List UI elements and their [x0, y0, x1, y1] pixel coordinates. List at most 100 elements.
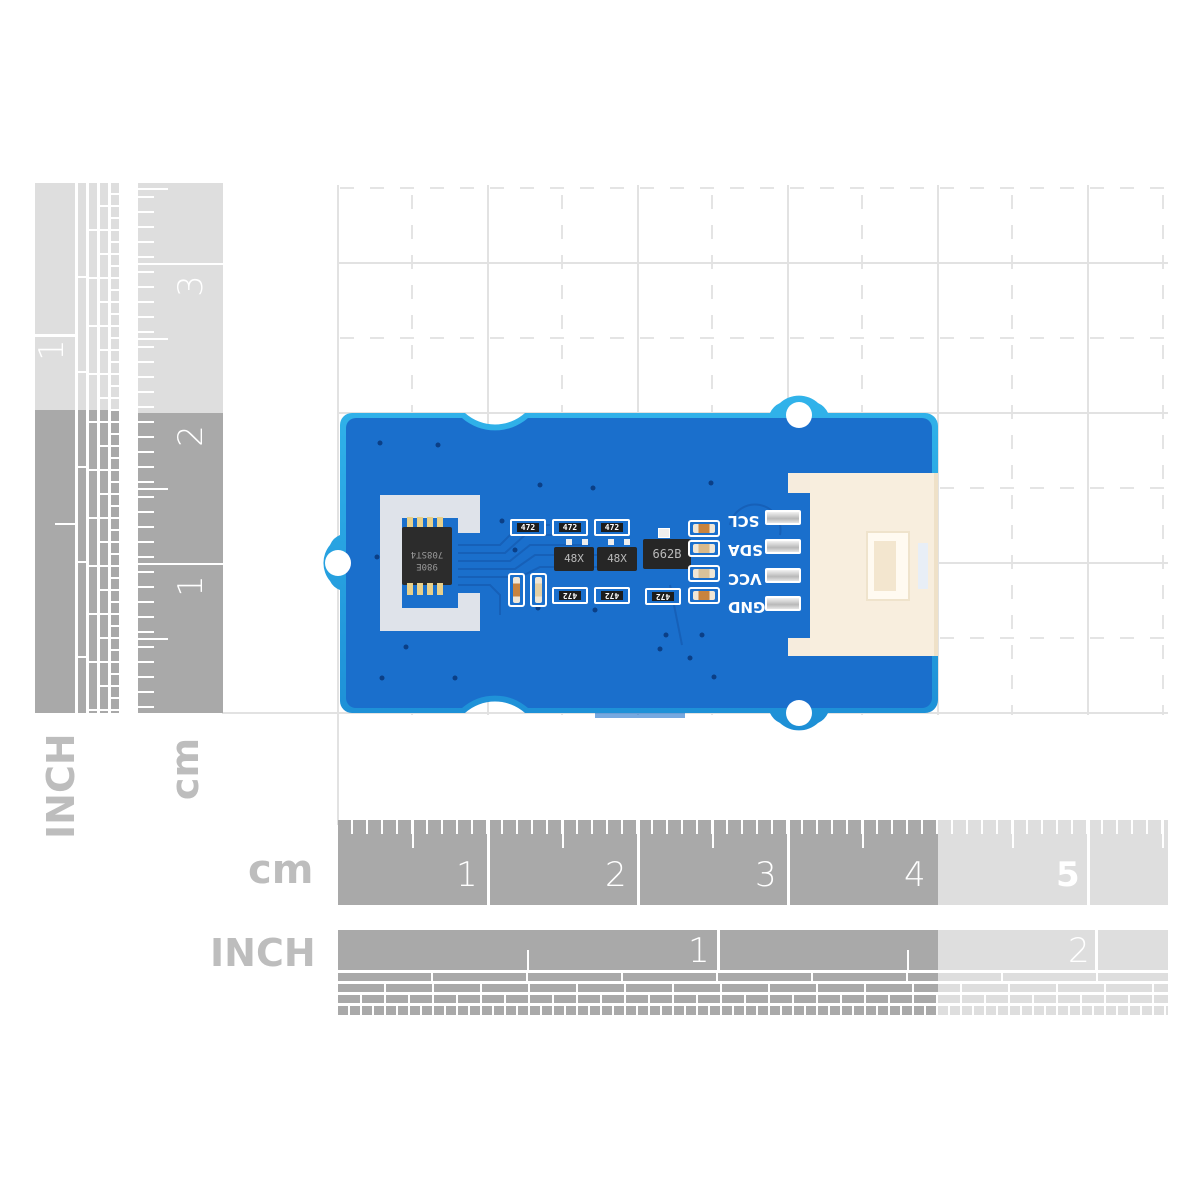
ruler-tick [1162, 820, 1164, 848]
capacitor [508, 573, 525, 607]
ruler-tick [562, 820, 564, 848]
ruler-number: 2 [1068, 931, 1090, 971]
bottom-cm-ruler: 1 2 3 4 5 [338, 820, 1168, 905]
pcb-board-icon [323, 395, 938, 731]
bottom-cm-unit-label: cm [248, 847, 314, 893]
chip-body [402, 527, 452, 585]
ruler-cm-mark [637, 820, 640, 905]
ruler-separator [86, 183, 89, 713]
pin-label-scl: SCL [728, 512, 760, 530]
resistor: 472 [552, 519, 588, 536]
ruler-number: 5 [1056, 855, 1080, 895]
ruler-cm-mark [787, 820, 790, 905]
ruler-separator [338, 992, 1168, 995]
capacitor [688, 565, 720, 582]
chip-marking: 708ST4 [410, 549, 444, 559]
pin-label-vcc: VCC [728, 570, 762, 588]
resistor: 472 [645, 588, 681, 605]
ruler-separator [338, 1003, 1168, 1006]
grid-line [337, 185, 339, 825]
ruler-inch-mark [1095, 930, 1098, 970]
left-cm-unit-label: cm [163, 737, 207, 801]
grid-line [340, 337, 1168, 339]
grid-line [340, 187, 1168, 189]
ruler-tick [138, 188, 168, 190]
ruler-number: 3 [170, 275, 211, 297]
ruler-eighth-marks [100, 183, 108, 713]
ruler-sixteenth-marks [338, 1006, 1168, 1015]
ruler-number: 2 [170, 425, 211, 447]
ruler-number: 1 [456, 855, 478, 895]
pcb-module: 708ST4 980E 472 472 472 48X 48X 662B 472… [310, 385, 960, 745]
ruler-separator [338, 970, 1168, 973]
ruler-mm-ticks [338, 820, 1168, 834]
ruler-quarter-marks [89, 183, 97, 713]
ruler-cm-mark [1087, 820, 1090, 905]
bottom-inch-unit-label: INCH [210, 931, 316, 975]
ruler-cm-mark [138, 563, 223, 565]
ruler-number: 3 [755, 855, 777, 895]
ruler-tick [712, 820, 714, 848]
connector-pin [765, 596, 801, 611]
left-inch-ruler: 1 [31, 183, 119, 713]
capacitor-body [693, 524, 715, 533]
capacitor [688, 540, 720, 557]
ruler-separator [75, 183, 78, 713]
ruler-eighth-marks [338, 995, 1168, 1003]
transistor-pad [566, 539, 572, 545]
transistor-pad [608, 539, 614, 545]
bottom-inch-ruler: 1 2 [338, 930, 1168, 1015]
grid-line [1011, 195, 1013, 715]
ruler-separator [97, 183, 100, 713]
ruler-inch-mark [717, 930, 720, 970]
connector-pin [765, 510, 801, 525]
pin-label-sda: SDA [728, 541, 763, 559]
resistor: 472 [552, 587, 588, 604]
ruler-number: 4 [904, 855, 926, 895]
transistor: 48X [597, 547, 637, 571]
ruler-tick [138, 338, 168, 340]
ruler-tick [412, 820, 414, 848]
connector-pin [765, 539, 801, 554]
chip-pins-top [407, 517, 447, 529]
grove-connector [788, 473, 938, 656]
left-inch-unit-label: INCH [39, 733, 83, 839]
ruler-separator [108, 183, 111, 713]
ruler-mm-ticks [138, 183, 154, 713]
transistor-pad [582, 539, 588, 545]
connector-pin [765, 568, 801, 583]
connector-latch-slot [874, 541, 896, 591]
ruler-tick [527, 950, 529, 970]
capacitor [688, 587, 720, 604]
resistor: 472 [510, 519, 546, 536]
ruler-sixteenth-marks [111, 183, 119, 713]
ruler-tick [138, 488, 168, 490]
voltage-regulator: 662B [643, 539, 691, 569]
ruler-cm-mark [487, 820, 490, 905]
ruler-number: 2 [605, 855, 627, 895]
ruler-separator [338, 981, 1168, 984]
ruler-tick [862, 820, 864, 848]
resistor: 472 [594, 519, 630, 536]
ruler-light-section [938, 820, 1168, 905]
pin-label-gnd: GND [728, 598, 766, 616]
sensor-chip: 708ST4 980E [402, 517, 452, 595]
grid-line [1087, 185, 1089, 715]
regulator-pad [658, 528, 670, 538]
ruler-cm-mark [138, 263, 223, 265]
ruler-inch-mark [35, 334, 75, 337]
ruler-half-marks [78, 183, 86, 713]
left-cm-ruler: 3 2 1 [138, 183, 223, 713]
ruler-tick [907, 950, 909, 970]
grid-line [1162, 195, 1164, 715]
ruler-half-inch-mark [55, 523, 77, 525]
resistor: 472 [594, 587, 630, 604]
ruler-quarter-marks [338, 984, 1168, 992]
connector-gap [918, 543, 928, 589]
chip-pins-bottom [407, 583, 447, 595]
ruler-number: 1 [688, 931, 710, 971]
chip-marking: 980E [416, 561, 438, 571]
transistor: 48X [554, 547, 594, 571]
capacitor [530, 573, 547, 607]
ruler-number: 1 [31, 339, 72, 361]
